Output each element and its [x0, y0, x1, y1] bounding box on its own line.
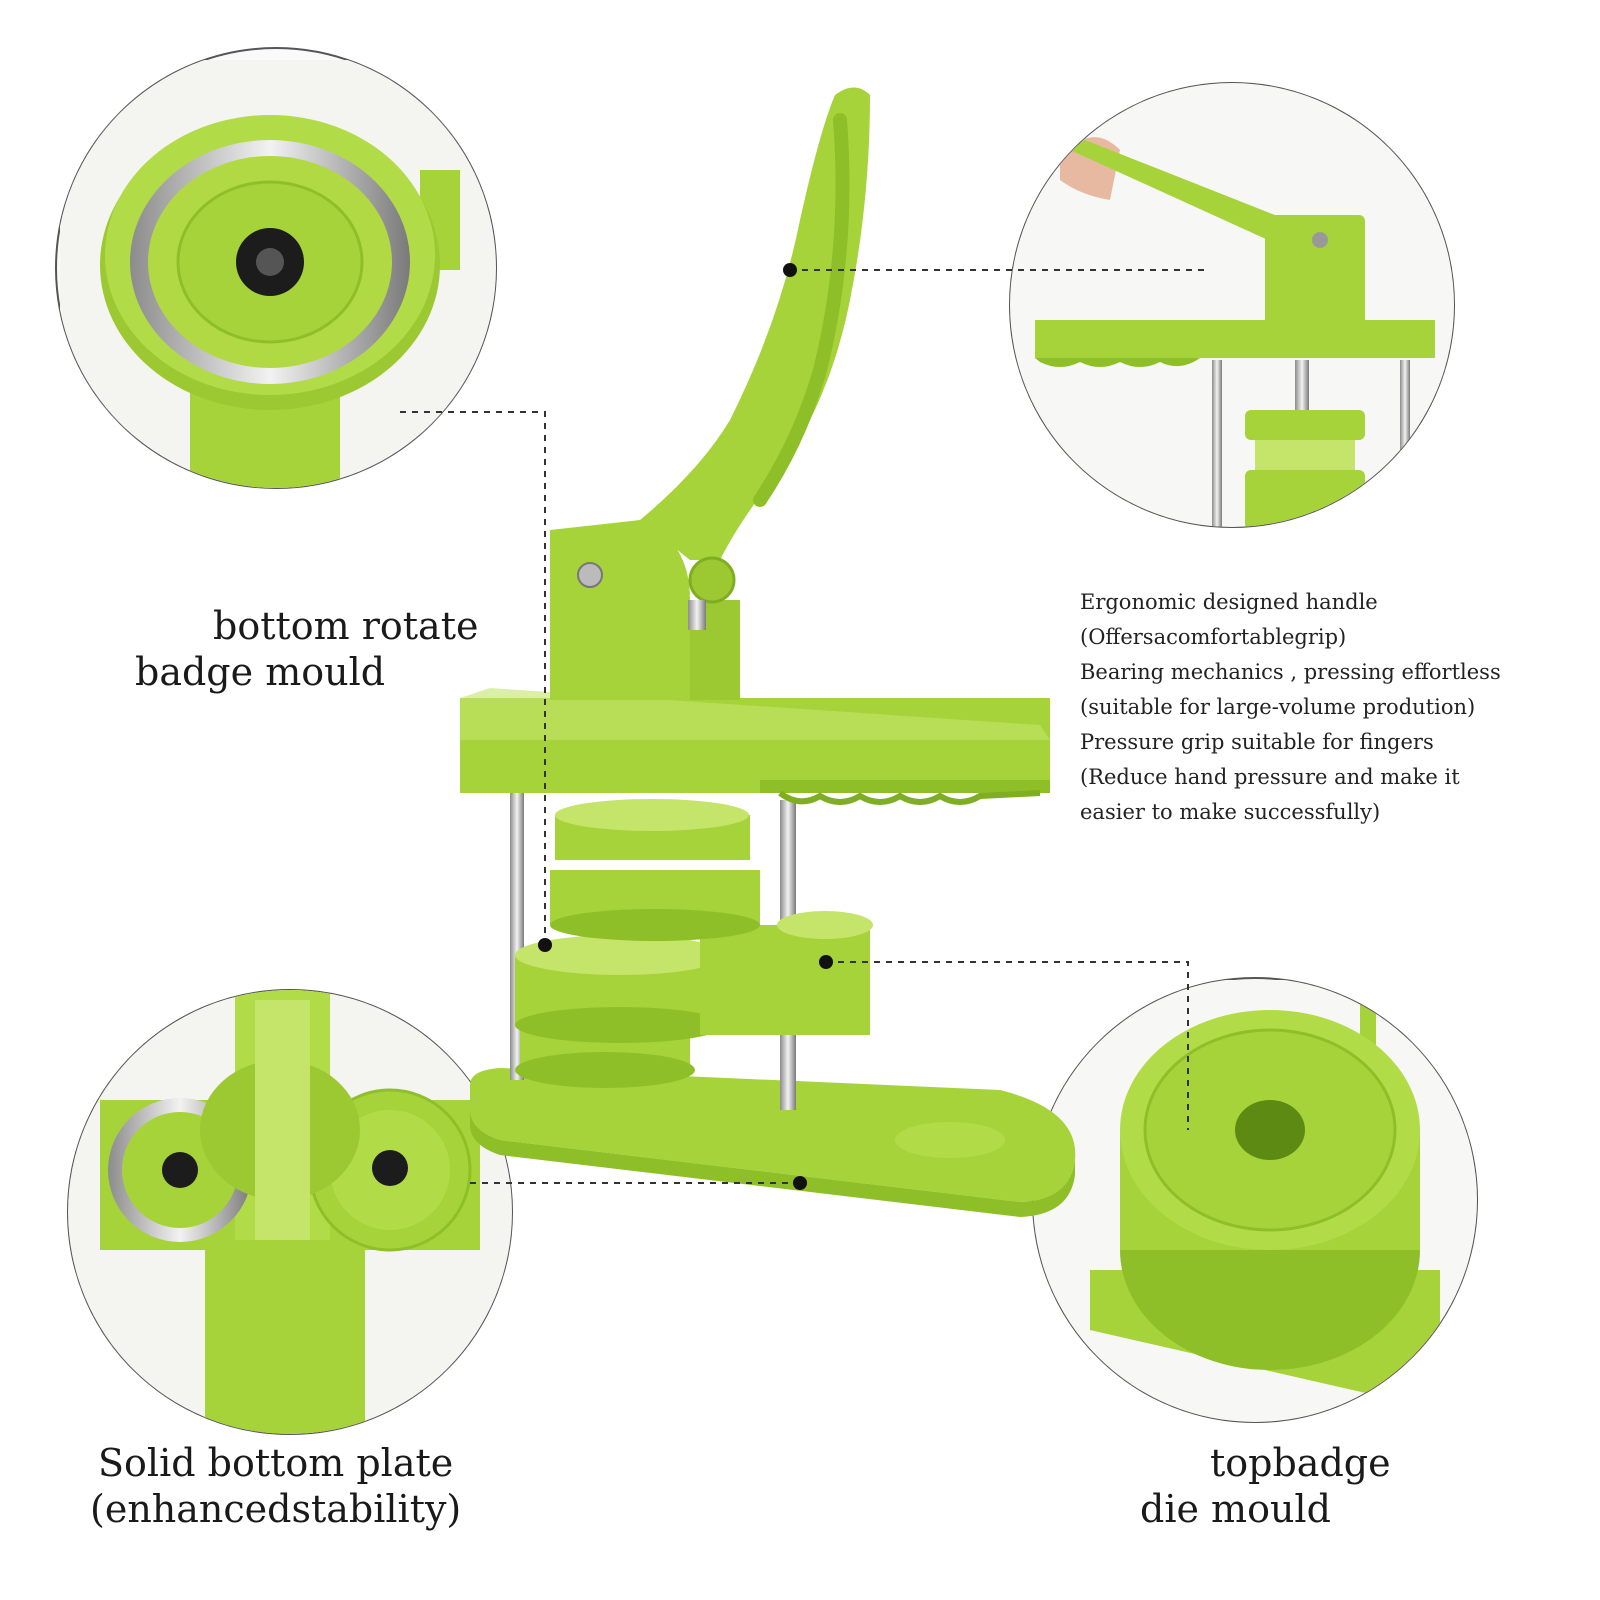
- feature-line: Ergonomic designed handle: [1080, 590, 1378, 614]
- detail-circle-bottom-mould: [55, 47, 497, 489]
- label-bottom-rotate-mould: bottom rotate badge mould: [135, 603, 478, 695]
- label-line: die mould: [1140, 1487, 1331, 1531]
- label-line: topbadge: [1210, 1441, 1391, 1485]
- leader-top-die: [826, 961, 1189, 1130]
- feature-line: Bearing mechanics , pressing effortless: [1080, 660, 1501, 684]
- label-solid-bottom-plate: Solid bottom plate (enhancedstability): [90, 1440, 461, 1532]
- label-line: bottom rotate: [213, 604, 479, 648]
- badge-press-machine: [460, 87, 1076, 1217]
- leader-lines: [400, 269, 1210, 1184]
- feature-line: (suitable for large-volume prodution): [1080, 695, 1476, 719]
- label-line: Solid bottom plate: [98, 1441, 454, 1485]
- detail-circle-base-plate: [67, 989, 513, 1435]
- feature-line: (Offersacomfortablegrip): [1080, 625, 1347, 649]
- feature-line: (Reduce hand pressure and make it: [1080, 765, 1460, 789]
- leader-bottom-mould: [400, 411, 546, 945]
- label-topbadge-die-mould: topbadge die mould: [1140, 1440, 1391, 1532]
- leader-dots: [538, 263, 833, 1190]
- feature-line: Pressure grip suitable for fingers: [1080, 730, 1434, 754]
- label-line: badge mould: [135, 650, 386, 694]
- feature-list: Ergonomic designed handle (Offersacomfor…: [1080, 585, 1501, 830]
- feature-line: easier to make successfully): [1080, 800, 1381, 824]
- detail-circle-top-die: [1032, 977, 1478, 1423]
- detail-circle-handle: [1009, 82, 1455, 528]
- label-line: (enhancedstability): [90, 1487, 462, 1531]
